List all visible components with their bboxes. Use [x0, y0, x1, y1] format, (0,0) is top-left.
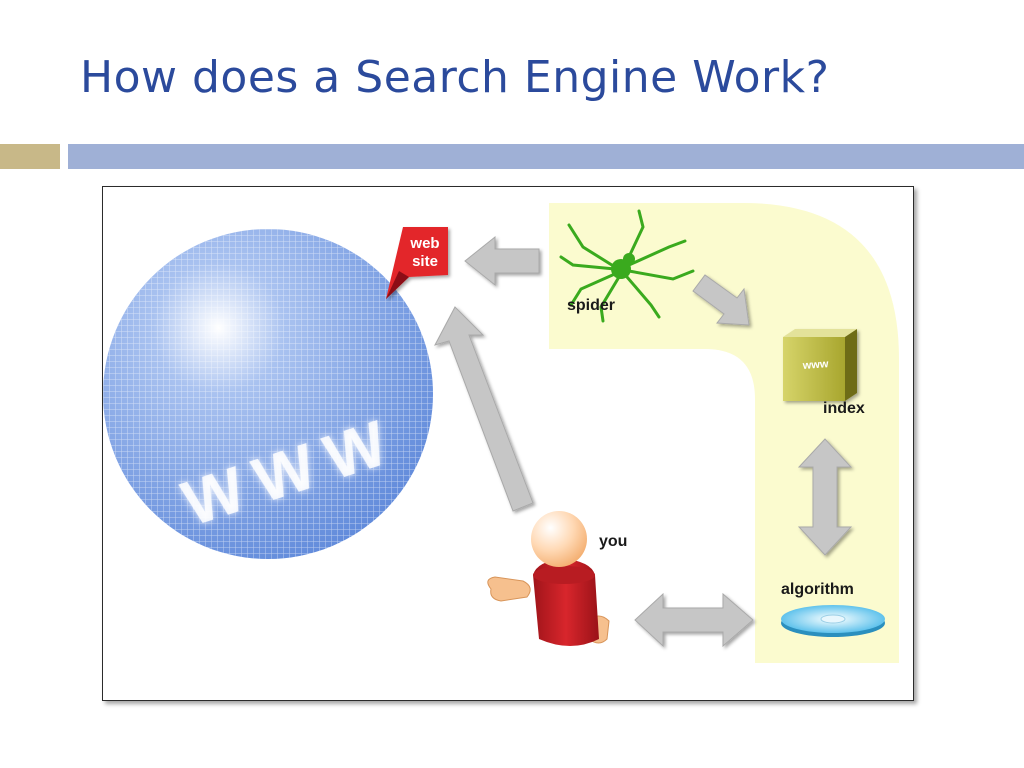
process-band: [549, 203, 899, 663]
website-icon: web site: [386, 227, 448, 299]
globe-icon: WWW: [103, 229, 433, 559]
user-person-icon: [487, 511, 610, 646]
arrow-spider-to-website: [464, 235, 540, 287]
you-label: you: [599, 533, 628, 550]
arrow-index-algorithm: [797, 438, 853, 556]
arrow-you-to-website: [434, 306, 534, 512]
spider-icon: [559, 209, 695, 323]
algorithm-disc-icon: [781, 605, 885, 637]
book-www-text: www: [801, 358, 829, 372]
search-engine-diagram: WWW web site: [102, 186, 914, 701]
title-accent-bar-left: [0, 144, 60, 169]
slide-title: How does a Search Engine Work?: [80, 52, 830, 103]
diagram-canvas: WWW web site: [103, 203, 899, 663]
spider-label: spider: [567, 297, 616, 314]
index-book-icon: www: [783, 329, 857, 401]
website-label-line2: site: [412, 253, 438, 270]
arrow-you-algorithm: [634, 592, 754, 648]
algorithm-label: algorithm: [781, 581, 854, 598]
arrow-spider-to-index: [692, 274, 750, 326]
title-accent-bar-right: [68, 144, 1024, 169]
index-label: index: [823, 400, 865, 417]
website-label-line1: web: [409, 235, 439, 252]
